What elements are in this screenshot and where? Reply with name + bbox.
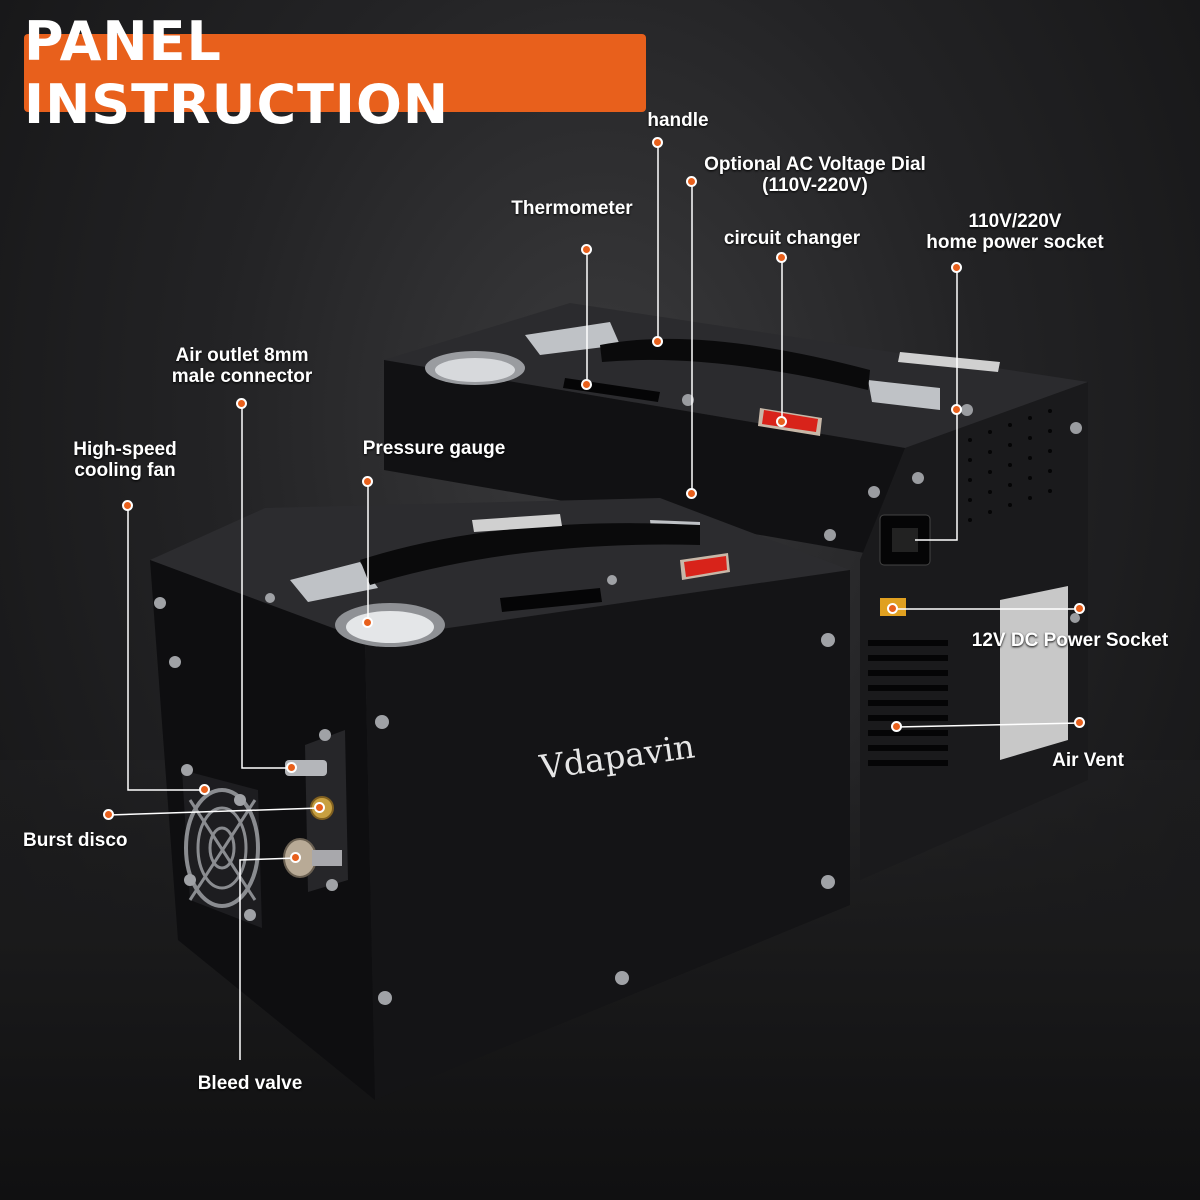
air-vent-line: [896, 722, 1081, 728]
ac-dial-dot[interactable]: [686, 176, 697, 187]
callout-lines: [108, 143, 1081, 1060]
fan-guard-inner: [208, 826, 236, 870]
label-burst-disco: Burst disco: [23, 830, 128, 851]
circuit-changer-end-dot[interactable]: [776, 416, 787, 427]
front-handle-mount-left: [290, 562, 378, 602]
bleed-valve-end-dot[interactable]: [290, 852, 301, 863]
back-air-vent-slots: [868, 640, 948, 766]
back-unit-side: [860, 382, 1088, 880]
back-handle: [600, 338, 870, 390]
label-ac-dial-line2: (110V-220V): [762, 175, 868, 196]
label-power-socket-line1: 110V/220V: [968, 211, 1062, 232]
air-outlet-end-dot[interactable]: [286, 762, 297, 773]
fan-guard-outer: [184, 788, 260, 908]
front-screws: [154, 575, 835, 1005]
air-vent-end-dot[interactable]: [891, 721, 902, 732]
dc-socket-end-dot[interactable]: [887, 603, 898, 614]
back-ac-socket-inner: [892, 528, 918, 552]
ac-dial-end-dot[interactable]: [686, 488, 697, 499]
burst-disco-line: [108, 807, 321, 816]
dc-socket-dot[interactable]: [1074, 603, 1085, 614]
front-warning-sticker: [472, 514, 562, 532]
label-circuit-changer: circuit changer: [723, 228, 861, 249]
label-air-outlet-line2: male connector: [171, 366, 313, 387]
bleed-valve-stem: [312, 850, 342, 866]
handle-dot[interactable]: [652, 137, 663, 148]
back-handle-mount-left: [525, 322, 620, 355]
thermometer-dot[interactable]: [581, 244, 592, 255]
back-warning-sticker: [898, 352, 1000, 372]
label-power-socket-line2: home power socket: [926, 232, 1104, 253]
burst-disco-end-dot[interactable]: [314, 802, 325, 813]
thermometer-end-dot[interactable]: [581, 379, 592, 390]
label-handle: handle: [647, 110, 709, 131]
fan-guard-middle: [196, 806, 248, 890]
label-ac-dial-line1: Optional AC Voltage Dial: [704, 154, 926, 175]
pressure-gauge-dot[interactable]: [362, 476, 373, 487]
power-socket-mid-dot[interactable]: [951, 404, 962, 415]
label-air-outlet-line1: Air outlet 8mm: [175, 345, 309, 366]
power-socket-dot[interactable]: [951, 262, 962, 273]
label-thermometer: Thermometer: [511, 198, 633, 219]
cooling-fan-dot[interactable]: [122, 500, 133, 511]
air-outlet-line: [241, 404, 292, 769]
fan-guard-bar-2: [188, 799, 257, 901]
power-socket-line: [915, 268, 958, 541]
pressure-gauge-end-dot[interactable]: [362, 617, 373, 628]
front-unit-left-side: [150, 560, 375, 1100]
front-unit-front: [365, 570, 850, 1100]
label-cooling-fan-line1: High-speed: [73, 439, 177, 460]
label-cooling-fan-line2: cooling fan: [74, 460, 176, 481]
bleed-valve-line: [239, 857, 297, 1060]
cooling-fan-end-dot[interactable]: [199, 784, 210, 795]
back-spec-sticker: [1000, 586, 1068, 760]
front-compressor-unit: [150, 498, 850, 1100]
back-gauge-face: [435, 358, 515, 382]
burst-disco-dot[interactable]: [103, 809, 114, 820]
label-bleed-valve: Bleed valve: [197, 1073, 303, 1094]
front-handle: [360, 523, 700, 585]
label-air-vent: Air Vent: [1052, 750, 1124, 771]
back-handle-mount-right: [868, 380, 940, 410]
air-vent-dot[interactable]: [1074, 717, 1085, 728]
circuit-changer-dot[interactable]: [776, 252, 787, 263]
back-compressor-unit: [384, 303, 1088, 880]
back-red-switch: [762, 410, 818, 432]
back-unit-front: [384, 360, 905, 560]
front-thermometer-window: [500, 588, 602, 612]
handle-end-dot[interactable]: [652, 336, 663, 347]
cooling-fan-line: [127, 506, 205, 791]
front-red-switch: [684, 556, 727, 577]
front-gauge-face: [346, 611, 434, 643]
air-outlet-dot[interactable]: [236, 398, 247, 409]
label-dc-socket: 12V DC Power Socket: [971, 630, 1169, 651]
label-pressure-gauge: Pressure gauge: [362, 438, 506, 459]
back-vent-holes: [968, 409, 1052, 522]
